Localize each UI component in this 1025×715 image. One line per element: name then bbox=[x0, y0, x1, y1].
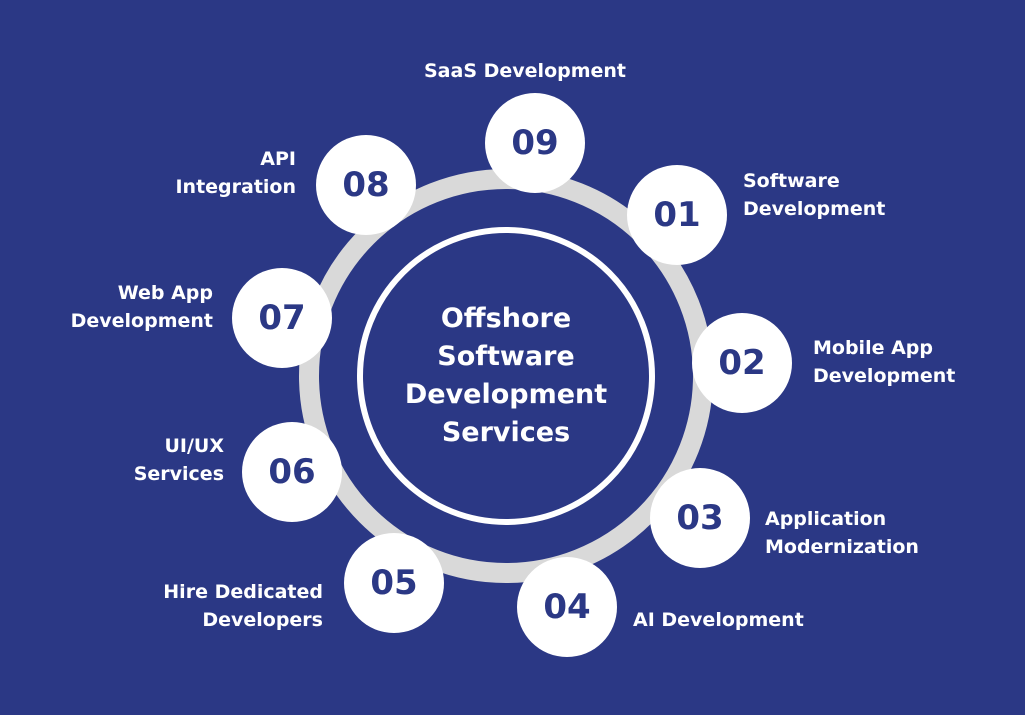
item-number-01: 01 bbox=[627, 165, 727, 265]
item-number-04: 04 bbox=[517, 557, 617, 657]
item-number-07: 07 bbox=[232, 268, 332, 368]
item-number-05: 05 bbox=[344, 533, 444, 633]
item-label-09: SaaS Development bbox=[424, 60, 627, 82]
item-label-01: Software Development bbox=[743, 170, 886, 220]
item-label-07: Web App Development bbox=[70, 282, 213, 332]
item-label-06: UI/UX Services bbox=[133, 435, 224, 485]
item-label-04: AI Development bbox=[633, 609, 804, 631]
item-label-02: Mobile App Development bbox=[813, 337, 956, 387]
item-number-03: 03 bbox=[650, 468, 750, 568]
item-label-05: Hire Dedicated Developers bbox=[163, 581, 323, 631]
center-title: Offshore Software Development Services bbox=[404, 303, 608, 448]
item-number-09: 09 bbox=[485, 93, 585, 193]
center-circle: Offshore Software Development Services bbox=[357, 227, 655, 525]
item-number-08: 08 bbox=[316, 135, 416, 235]
item-number-06: 06 bbox=[242, 422, 342, 522]
item-label-03: Application Modernization bbox=[765, 508, 919, 558]
item-label-08: API Integration bbox=[175, 148, 296, 198]
item-number-02: 02 bbox=[692, 313, 792, 413]
